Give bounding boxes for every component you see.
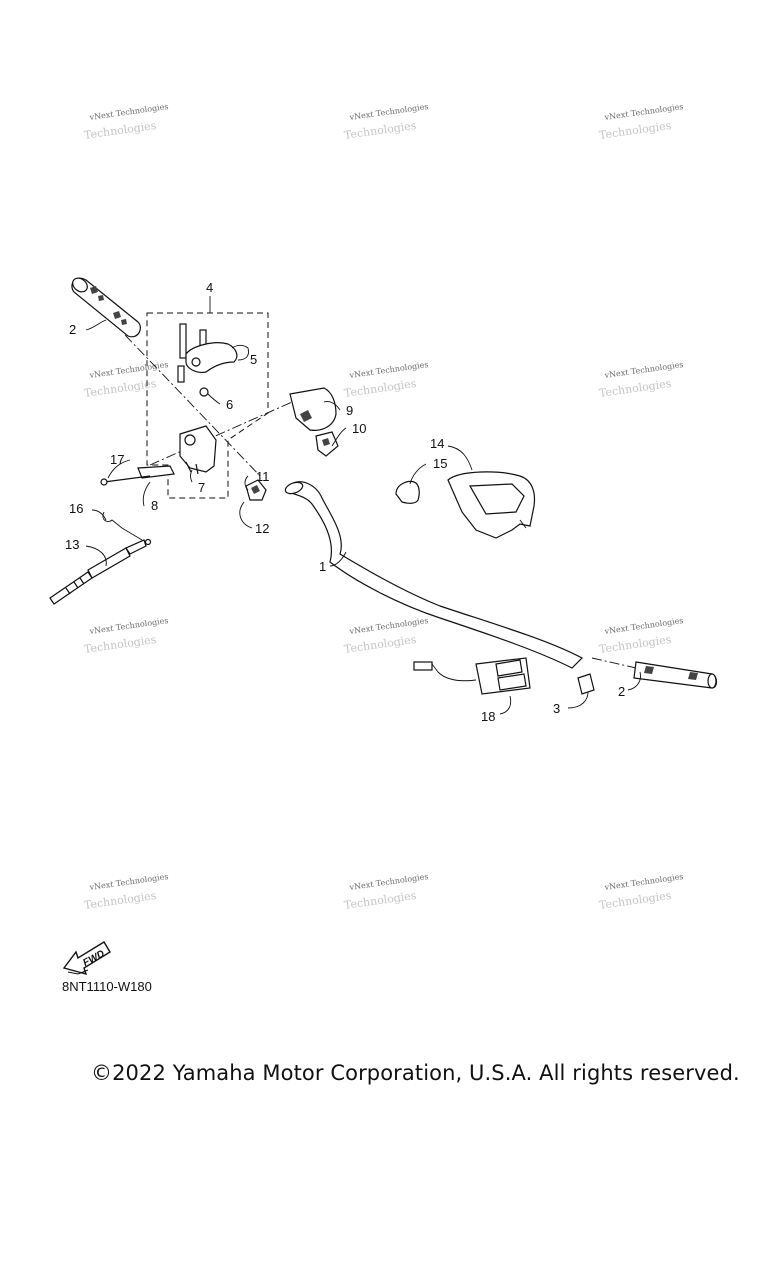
svg-text:vNext Technologies: vNext Technologies — [603, 616, 684, 636]
switch-housing — [289, 387, 339, 457]
callout-15: 15 — [433, 456, 447, 471]
svg-text:Technologies: Technologies — [598, 119, 672, 142]
svg-text:Technologies: Technologies — [83, 633, 157, 656]
right-grip — [633, 661, 718, 689]
callout-3: 3 — [553, 701, 560, 716]
svg-text:vNext Technologies: vNext Technologies — [348, 360, 429, 380]
watermark: Technologies vNext Technologies — [598, 360, 684, 400]
callout-11: 11 — [256, 469, 270, 484]
svg-text:vNext Technologies: vNext Technologies — [348, 872, 429, 892]
svg-text:Technologies: Technologies — [83, 119, 157, 142]
callout-13: 13 — [65, 537, 79, 552]
grip-heater-module — [413, 657, 531, 695]
callouts: 1 2 2 3 4 5 6 7 8 9 10 11 12 13 14 15 16… — [65, 280, 625, 724]
callout-2-left: 2 — [69, 322, 76, 337]
watermark: Technologies vNext Technologies — [598, 616, 684, 656]
svg-text:vNext Technologies: vNext Technologies — [603, 102, 684, 122]
throttle-cable — [49, 511, 152, 605]
svg-text:Technologies: Technologies — [598, 889, 672, 912]
bar-end-plug — [577, 673, 595, 695]
callout-14: 14 — [430, 436, 444, 451]
svg-text:vNext Technologies: vNext Technologies — [88, 872, 169, 892]
callout-6: 6 — [226, 397, 233, 412]
callout-7: 7 — [198, 480, 205, 495]
copyright-notice: ©2022 Yamaha Motor Corporation, U.S.A. A… — [91, 1061, 740, 1085]
svg-text:vNext Technologies: vNext Technologies — [88, 360, 169, 380]
watermark: Technologies vNext Technologies — [83, 102, 169, 142]
callout-1: 1 — [319, 559, 326, 574]
lever-assembly-box — [146, 312, 269, 499]
watermark: Technologies vNext Technologies — [343, 360, 429, 400]
callout-12: 12 — [255, 521, 269, 536]
callout-9: 9 — [346, 403, 353, 418]
fwd-arrow-icon: FWD — [62, 941, 111, 976]
callout-8: 8 — [151, 498, 158, 513]
svg-text:vNext Technologies: vNext Technologies — [348, 102, 429, 122]
fwd-label: FWD — [81, 948, 106, 968]
svg-text:vNext Technologies: vNext Technologies — [88, 102, 169, 122]
diagram-code: 8NT1110-W180 — [62, 979, 152, 994]
watermark: Technologies vNext Technologies — [598, 872, 684, 912]
watermark: Technologies vNext Technologies — [598, 102, 684, 142]
svg-text:Technologies: Technologies — [343, 119, 417, 142]
lever-holder — [100, 425, 217, 486]
svg-text:Technologies: Technologies — [343, 633, 417, 656]
svg-text:vNext Technologies: vNext Technologies — [603, 872, 684, 892]
pad-band — [395, 480, 420, 504]
callout-16: 16 — [69, 501, 83, 516]
throttle-switch — [245, 479, 267, 501]
watermark: Technologies vNext Technologies — [343, 102, 429, 142]
svg-text:vNext Technologies: vNext Technologies — [88, 616, 169, 636]
svg-text:Technologies: Technologies — [598, 377, 672, 400]
callout-5: 5 — [250, 352, 257, 367]
callout-18: 18 — [481, 709, 495, 724]
brake-lever — [177, 323, 238, 397]
leader-lines — [85, 296, 641, 715]
watermark: Technologies vNext Technologies — [343, 616, 429, 656]
svg-text:Technologies: Technologies — [343, 889, 417, 912]
svg-text:Technologies: Technologies — [83, 889, 157, 912]
callout-10: 10 — [352, 421, 366, 436]
watermark: Technologies vNext Technologies — [83, 872, 169, 912]
watermark-grid: Technologies vNext Technologies Technolo… — [83, 102, 684, 912]
watermark: Technologies vNext Technologies — [343, 872, 429, 912]
svg-text:Technologies: Technologies — [343, 377, 417, 400]
callout-17: 17 — [110, 452, 124, 467]
watermark: Technologies vNext Technologies — [83, 360, 169, 400]
left-grip — [71, 277, 141, 338]
svg-text:vNext Technologies: vNext Technologies — [348, 616, 429, 636]
handlebar — [284, 481, 583, 669]
callout-4: 4 — [206, 280, 213, 295]
svg-text:Technologies: Technologies — [598, 633, 672, 656]
callout-2-right: 2 — [618, 684, 625, 699]
svg-text:vNext Technologies: vNext Technologies — [603, 360, 684, 380]
handlebar-pad — [447, 471, 536, 539]
svg-text:Technologies: Technologies — [83, 377, 157, 400]
watermark: Technologies vNext Technologies — [83, 616, 169, 656]
